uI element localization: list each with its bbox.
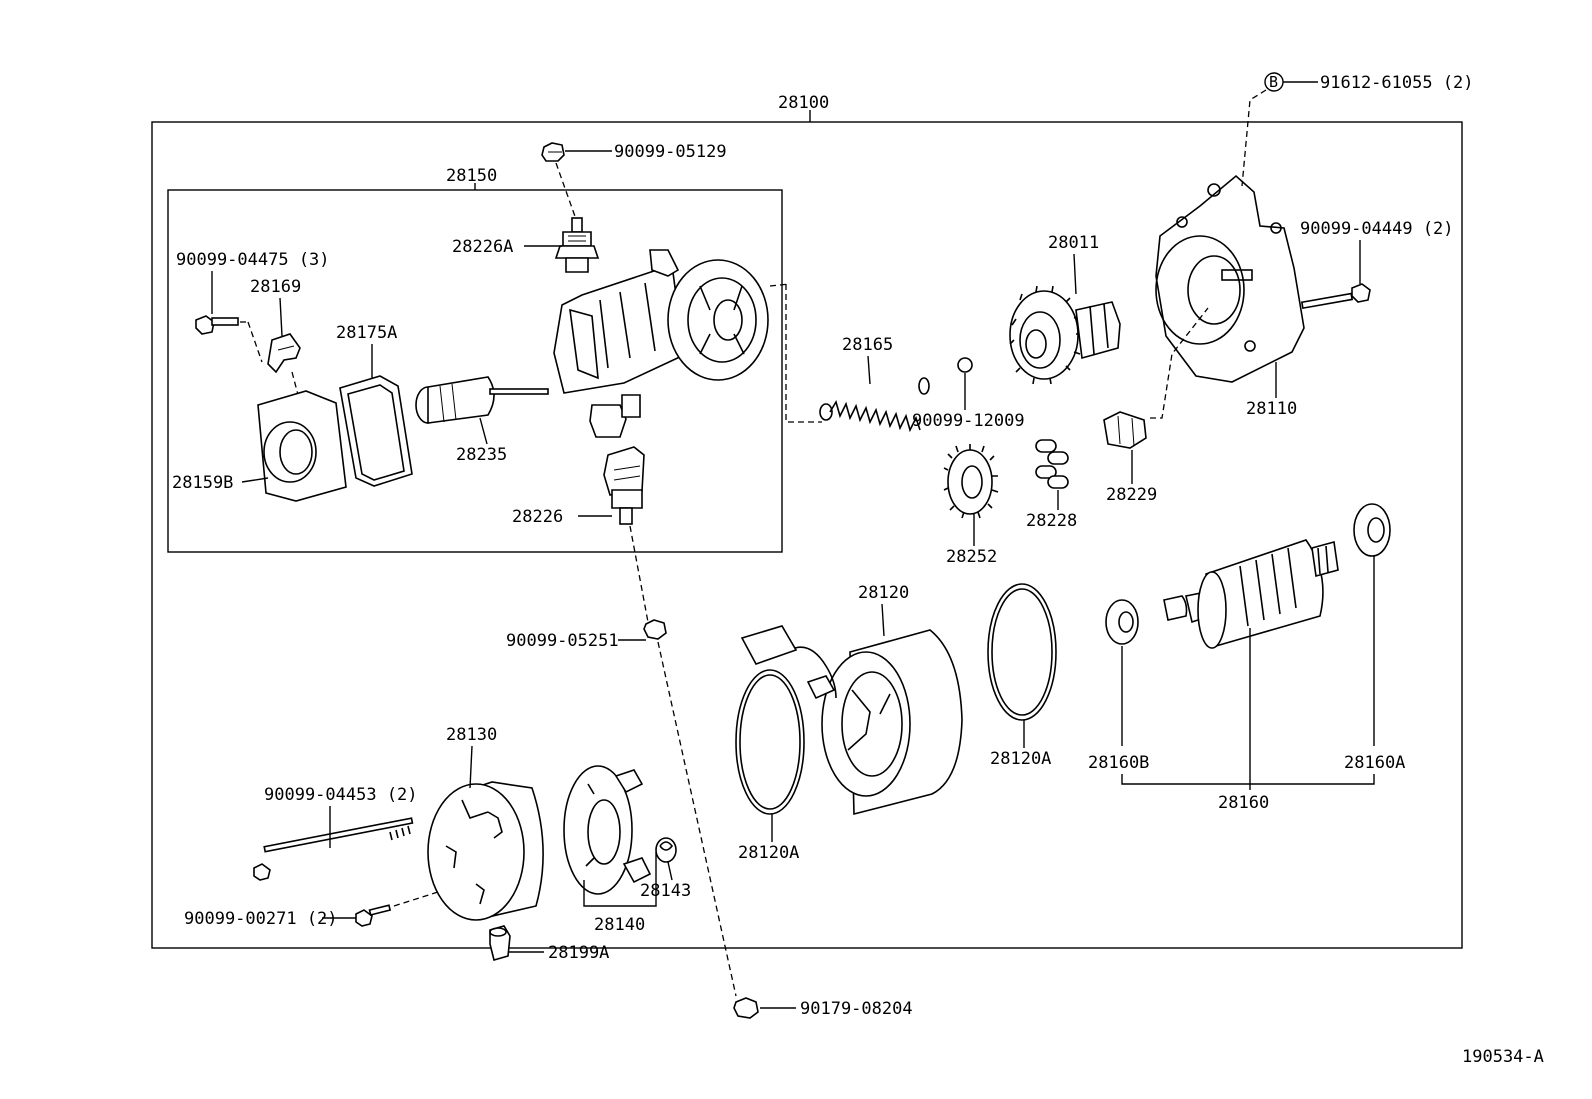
label-91612-61055: 91612-61055 (2): [1320, 73, 1474, 93]
o-ring-28120A-left-inner: [739, 674, 801, 810]
o-ring-28120A-right: [987, 583, 1057, 721]
ref-letter-b: B: [1269, 73, 1278, 91]
leader-28011: [1073, 253, 1077, 295]
label-28160: 28160: [1218, 793, 1269, 813]
leader-28130: [469, 745, 473, 789]
nut-90099-05129: [541, 142, 565, 162]
label-28110: 28110: [1246, 399, 1297, 419]
label-28160B: 28160B: [1088, 753, 1149, 773]
retainer-28229: [1103, 411, 1147, 449]
yoke-28120: [740, 625, 963, 816]
screw-90099-00271: [355, 904, 392, 927]
label-28120A-right: 28120A: [990, 749, 1051, 769]
clamp-28169: [267, 333, 301, 374]
label-28150: 28150: [446, 166, 497, 186]
o-ring-28120A-left: [735, 669, 805, 815]
dash-switch-to-spring: [785, 284, 822, 423]
bracket-28160: [1121, 774, 1375, 785]
label-28165: 28165: [842, 335, 893, 355]
label-90099-04453: 90099-04453 (2): [264, 785, 418, 805]
end-frame-28130: [427, 781, 544, 921]
label-28130: 28130: [446, 725, 497, 745]
label-90179-08204: 90179-08204: [800, 999, 913, 1019]
label-28140: 28140: [594, 915, 645, 935]
label-28120: 28120: [858, 583, 909, 603]
bracket-28140: [583, 852, 657, 907]
label-28160A: 28160A: [1344, 753, 1405, 773]
label-90099-00271: 90099-00271 (2): [184, 909, 338, 929]
label-90099-05251: 90099-05251: [506, 631, 619, 651]
dash-screw-to-frame: [393, 891, 439, 907]
label-28252: 28252: [946, 547, 997, 567]
terminal-28226A: [554, 217, 600, 273]
label-28169: 28169: [250, 277, 301, 297]
leader-28165: [867, 355, 871, 385]
dash-switch-top: [769, 283, 791, 287]
o-ring-28120A-right-inner: [991, 588, 1053, 716]
bolt-90099-04475: [195, 315, 239, 335]
label-28229: 28229: [1106, 485, 1157, 505]
dash-28229-to-housing: [1150, 307, 1209, 419]
bearing-28160B: [1105, 599, 1139, 645]
through-bolt-90099-04453: [253, 817, 414, 881]
dash-line-top-nut: [555, 162, 578, 223]
nut-90179-08204: [733, 997, 759, 1019]
gear-28252: [943, 444, 999, 519]
label-90099-04475: 90099-04475 (3): [176, 250, 330, 270]
label-28226: 28226: [512, 507, 563, 527]
armature-28160: [1163, 539, 1339, 649]
gasket-28175A: [339, 375, 413, 487]
spring-28165: [819, 377, 930, 433]
leader-28169: [279, 297, 283, 337]
dash-28169-down: [247, 321, 263, 363]
nut-90099-05251: [643, 619, 667, 640]
label-28100: 28100: [778, 93, 829, 113]
rollers-28228: [1035, 439, 1069, 489]
label-28143: 28143: [640, 881, 691, 901]
label-28228: 28228: [1026, 511, 1077, 531]
brush-holder-28140: [563, 765, 652, 895]
label-28199A: 28199A: [548, 943, 609, 963]
ball-90099-12009: [957, 357, 973, 373]
plunger-28235: [415, 376, 549, 424]
cover-28159B: [257, 390, 347, 502]
leader-28159B: [241, 477, 269, 483]
grommet-28199A: [489, 925, 511, 961]
bolt-90099-04449: [1300, 283, 1371, 310]
leader-28120: [881, 603, 885, 637]
housing-28110: [1155, 174, 1305, 383]
label-28159B: 28159B: [172, 473, 233, 493]
diagram-id: 190534-A: [1462, 1047, 1544, 1067]
dash-line-28226: [629, 525, 649, 623]
terminal-28226: [603, 446, 645, 525]
leader-28235: [479, 417, 488, 445]
label-90099-12009: 90099-12009: [912, 411, 1025, 431]
label-28226A: 28226A: [452, 237, 513, 257]
leader-28143: [667, 861, 673, 881]
label-28235: 28235: [456, 445, 507, 465]
label-28120A-left: 28120A: [738, 843, 799, 863]
label-90099-04449: 90099-04449 (2): [1300, 219, 1454, 239]
clutch-28011: [1009, 285, 1121, 385]
bearing-28160A: [1353, 503, 1391, 557]
dash-b-to-housing: [1241, 89, 1267, 187]
magnetic-switch-housing: [553, 249, 769, 438]
label-28175A: 28175A: [336, 323, 397, 343]
spring-28143: [655, 837, 677, 863]
label-28011: 28011: [1048, 233, 1099, 253]
dash-long-vertical: [657, 641, 737, 997]
starter-assembly-frame: [151, 121, 1463, 949]
label-90099-05129: 90099-05129: [614, 142, 727, 162]
